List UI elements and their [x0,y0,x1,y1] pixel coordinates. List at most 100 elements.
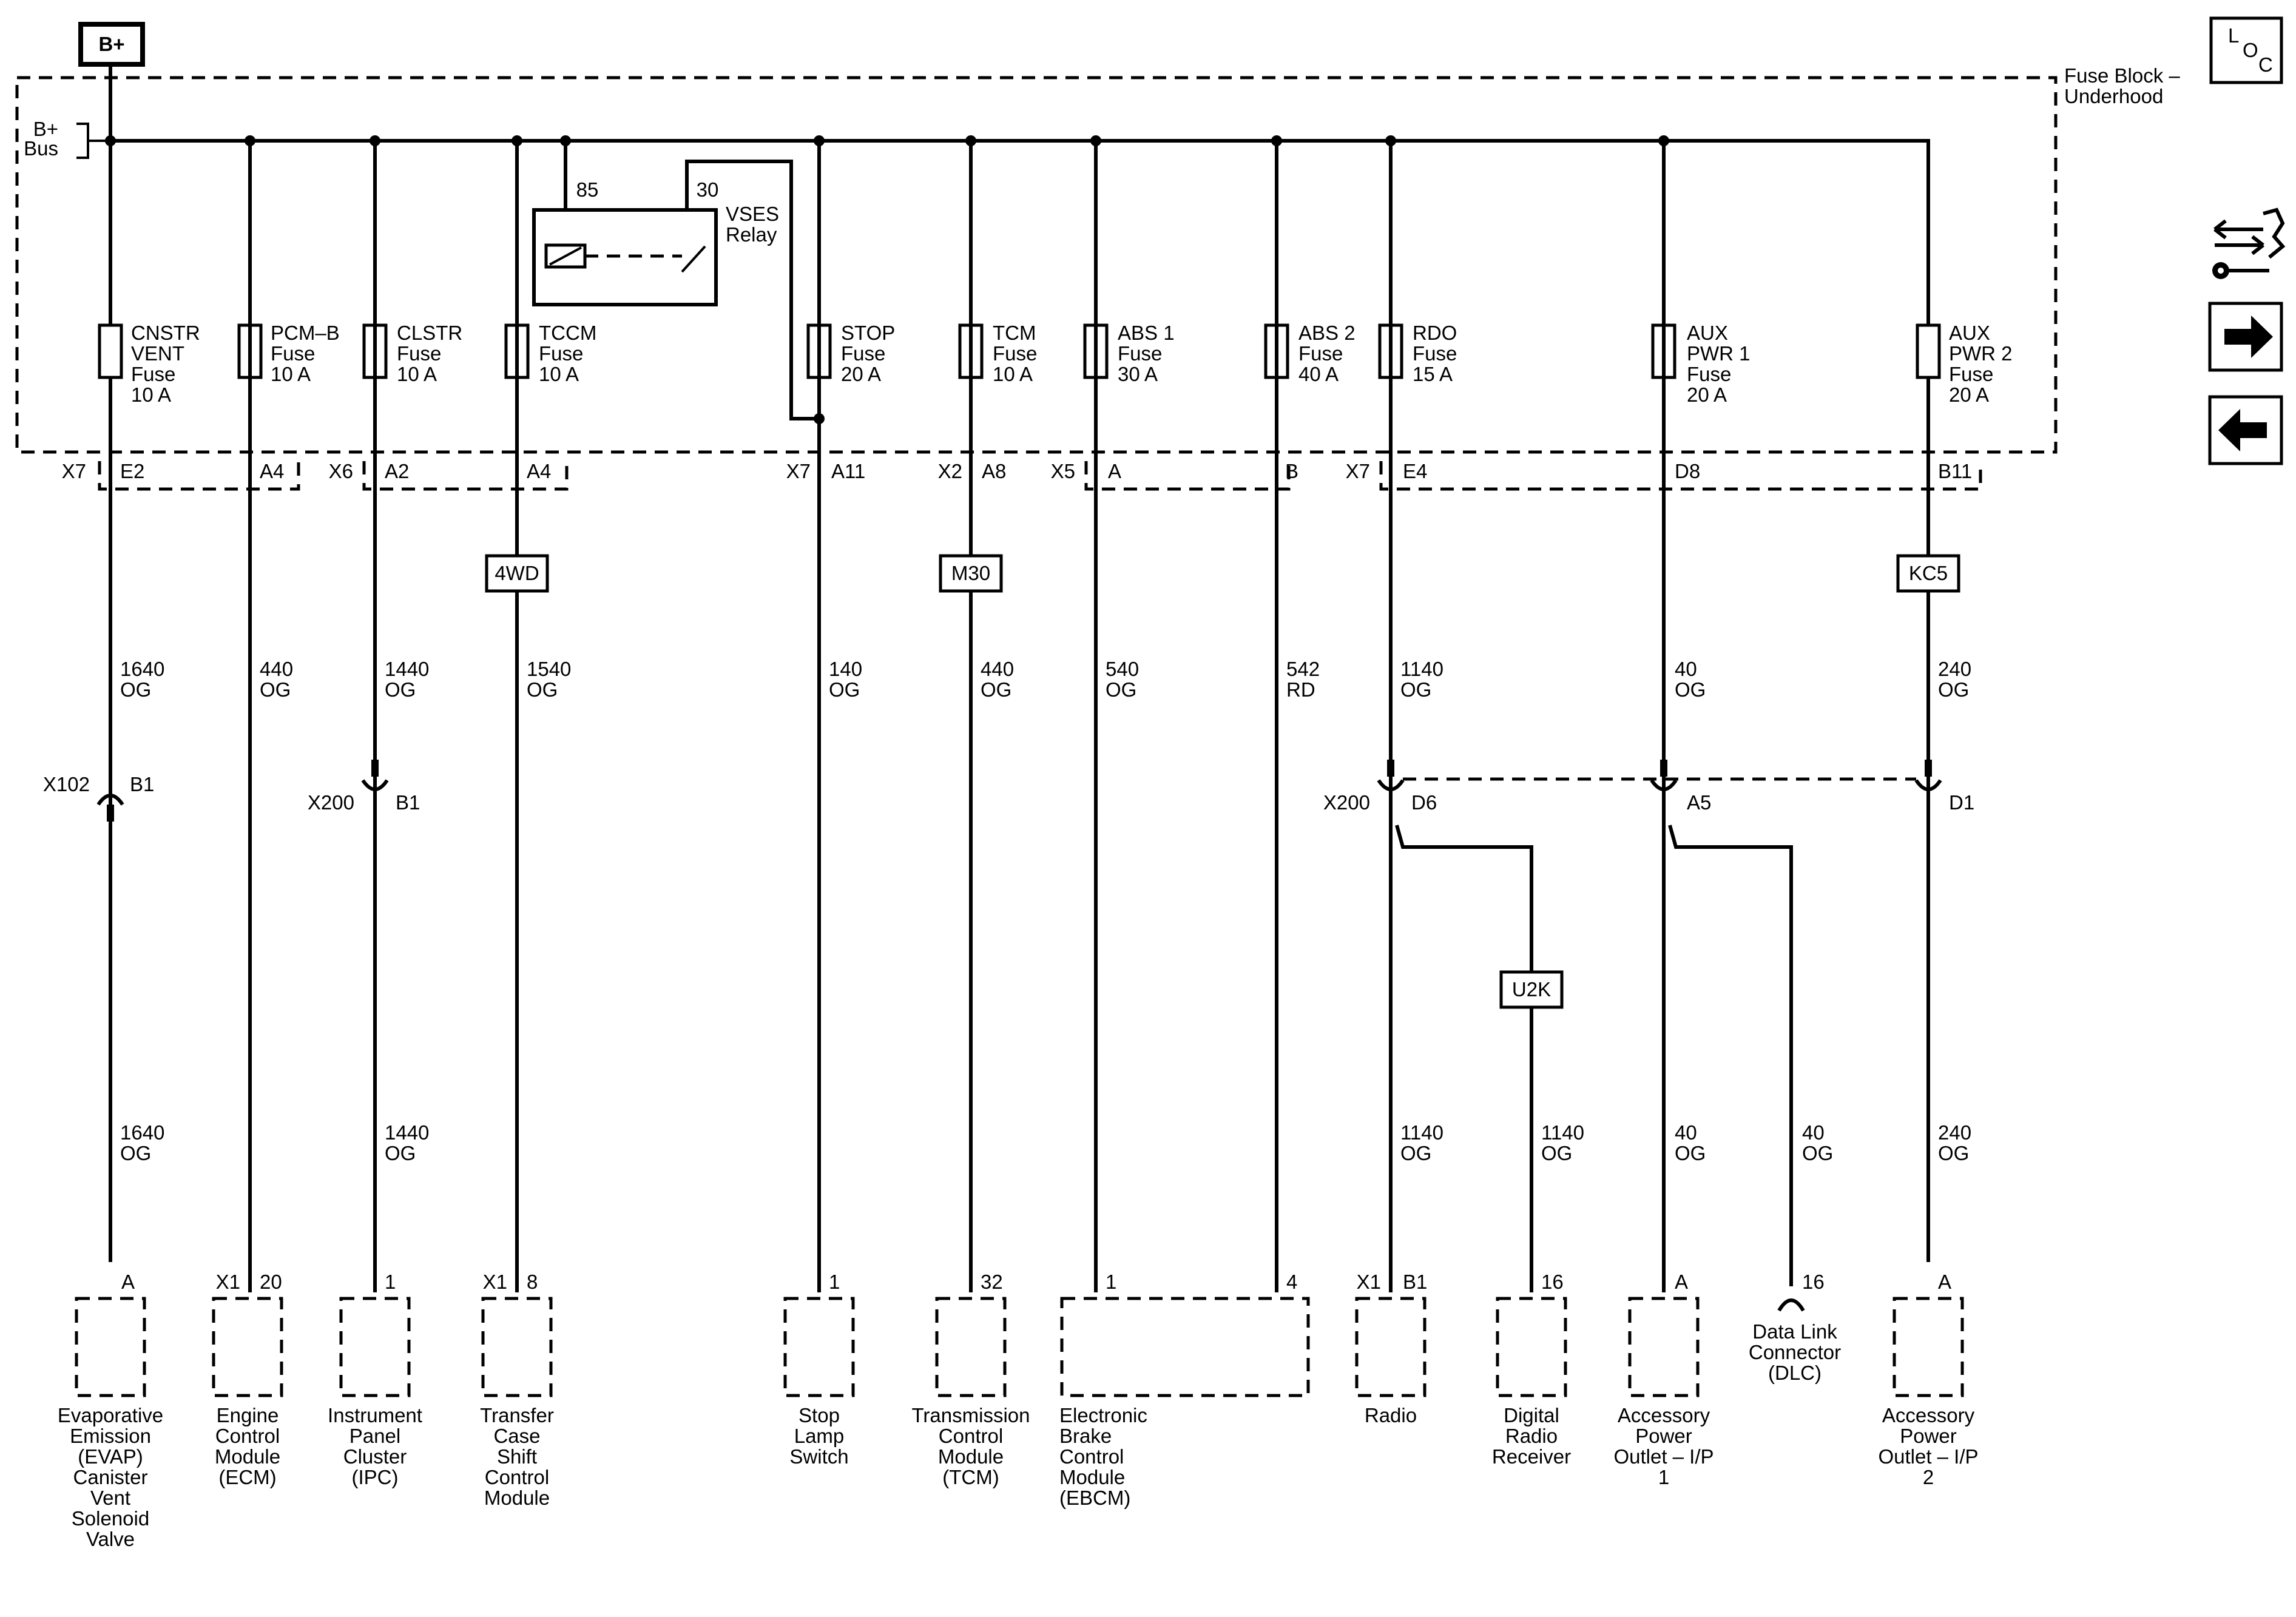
svg-text:AUX: AUX [1687,322,1728,344]
svg-text:B11: B11 [1938,460,1972,482]
svg-text:STOP: STOP [841,322,895,344]
svg-text:CLSTR: CLSTR [397,322,462,344]
svg-text:Module: Module [484,1487,550,1509]
svg-text:X7: X7 [62,460,86,482]
svg-text:PWR 2: PWR 2 [1949,342,2013,365]
svg-text:10 A: 10 A [993,363,1033,385]
svg-text:PCM–B: PCM–B [271,322,340,344]
svg-text:ABS 2: ABS 2 [1298,322,1356,344]
svg-text:A4: A4 [260,460,284,482]
svg-text:D8: D8 [1675,460,1700,482]
svg-text:X5: X5 [1051,460,1075,482]
svg-text:1140: 1140 [1541,1121,1584,1144]
svg-text:Control: Control [939,1425,1003,1447]
svg-text:1640: 1640 [120,1121,164,1144]
svg-text:40 A: 40 A [1298,363,1339,385]
svg-text:E4: E4 [1403,460,1427,482]
svg-text:D6: D6 [1411,791,1437,814]
connector-x6-a2-a4 [362,461,569,491]
loc-icon[interactable]: L O C [2209,16,2283,84]
svg-text:B: B [1285,460,1298,482]
fuse-aux-pwr-2: AUX PWR 2 Fuse 20 A [1916,322,2013,406]
svg-text:OG: OG [120,1142,151,1164]
svg-text:540: 540 [1106,658,1139,680]
service-icon[interactable] [2212,208,2286,279]
svg-text:D1: D1 [1949,791,1974,814]
svg-text:10 A: 10 A [271,363,311,385]
relay-pin-85: 85 [576,178,599,201]
svg-text:Power: Power [1635,1425,1692,1447]
svg-text:4: 4 [1286,1271,1297,1293]
svg-text:X7: X7 [1346,460,1370,482]
next-arrow-icon[interactable] [2208,302,2283,372]
battery-source: B+ [78,22,145,67]
svg-text:OG: OG [1400,678,1431,701]
svg-text:Data Link: Data Link [1752,1320,1837,1343]
svg-text:X1: X1 [216,1271,240,1293]
svg-text:X102: X102 [43,773,90,795]
svg-text:L: L [2228,24,2239,47]
svg-text:32: 32 [981,1271,1003,1293]
top-connector-labels: X7 E2 A4 X6 A2 A4 X7 A11 X2 A8 X5 A B X7… [62,460,1973,482]
svg-text:4WD: 4WD [495,562,539,584]
previous-arrow-icon[interactable] [2208,395,2283,465]
svg-text:E2: E2 [120,460,144,482]
component-dlc: Data Link Connector (DLC) [1749,1298,1841,1384]
svg-text:Fuse: Fuse [271,342,315,365]
inline-connector-x200-d1: D1 [1914,760,1974,814]
svg-text:(ECM): (ECM) [218,1466,276,1488]
svg-text:1: 1 [1106,1271,1116,1293]
svg-text:Power: Power [1900,1425,1957,1447]
svg-text:Control: Control [215,1425,280,1447]
svg-text:X6: X6 [329,460,353,482]
svg-text:M30: M30 [951,562,990,584]
fuse-clstr: CLSTR Fuse 10 A [362,322,462,385]
svg-text:OG: OG [385,678,416,701]
svg-text:U2K: U2K [1512,978,1551,1001]
svg-text:OG: OG [1938,678,1969,701]
inline-connector-x200-b1: X200 B1 [308,760,420,814]
svg-text:A2: A2 [385,460,409,482]
svg-text:Outlet – I/P: Outlet – I/P [1613,1445,1714,1468]
svg-text:Electronic: Electronic [1059,1404,1147,1426]
svg-text:CNSTR: CNSTR [131,322,200,344]
svg-text:OG: OG [1541,1142,1572,1164]
svg-text:Switch: Switch [789,1445,848,1468]
svg-text:20 A: 20 A [841,363,881,385]
svg-text:Solenoid: Solenoid [72,1507,149,1530]
vses-relay: 85 30 VSES Relay [532,141,825,424]
svg-text:40: 40 [1675,1121,1697,1144]
bus-label-2: Bus [24,137,58,160]
svg-text:Fuse: Fuse [1298,342,1343,365]
component-ebcm: Electronic Brake Control Module (EBCM) [1059,1297,1310,1509]
svg-text:TCM: TCM [993,322,1036,344]
wire-dlc [1668,825,1793,1286]
svg-text:OG: OG [120,678,151,701]
svg-text:OG: OG [829,678,860,701]
svg-text:240: 240 [1938,658,1971,680]
svg-text:Receiver: Receiver [1492,1445,1571,1468]
svg-text:B1: B1 [396,791,420,814]
svg-text:240: 240 [1938,1121,1971,1144]
svg-text:A4: A4 [527,460,551,482]
svg-text:X200: X200 [308,791,354,814]
svg-text:AUX: AUX [1949,322,1990,344]
fuse-abs-2: ABS 2 Fuse 40 A [1264,322,1356,385]
fuse-tccm: TCCM Fuse 10 A [504,322,596,385]
svg-text:A: A [1108,460,1121,482]
svg-text:RDO: RDO [1413,322,1457,344]
svg-text:Emission: Emission [70,1425,151,1447]
svg-text:Accessory: Accessory [1618,1404,1710,1426]
svg-text:Evaporative: Evaporative [58,1404,163,1426]
svg-text:20 A: 20 A [1687,383,1727,406]
component-ipc: Instrument Panel Cluster (IPC) [328,1297,422,1488]
option-u2k: U2K [1499,970,1564,1009]
svg-text:OG: OG [527,678,558,701]
inline-connector-x200-d6: X200 D6 [1323,760,1437,814]
svg-text:TCCM: TCCM [539,322,596,344]
svg-text:Control: Control [485,1466,549,1488]
svg-text:Connector: Connector [1749,1341,1841,1363]
svg-text:Fuse: Fuse [1949,363,1993,385]
svg-text:OG: OG [1106,678,1136,701]
svg-text:Module: Module [1059,1466,1125,1488]
